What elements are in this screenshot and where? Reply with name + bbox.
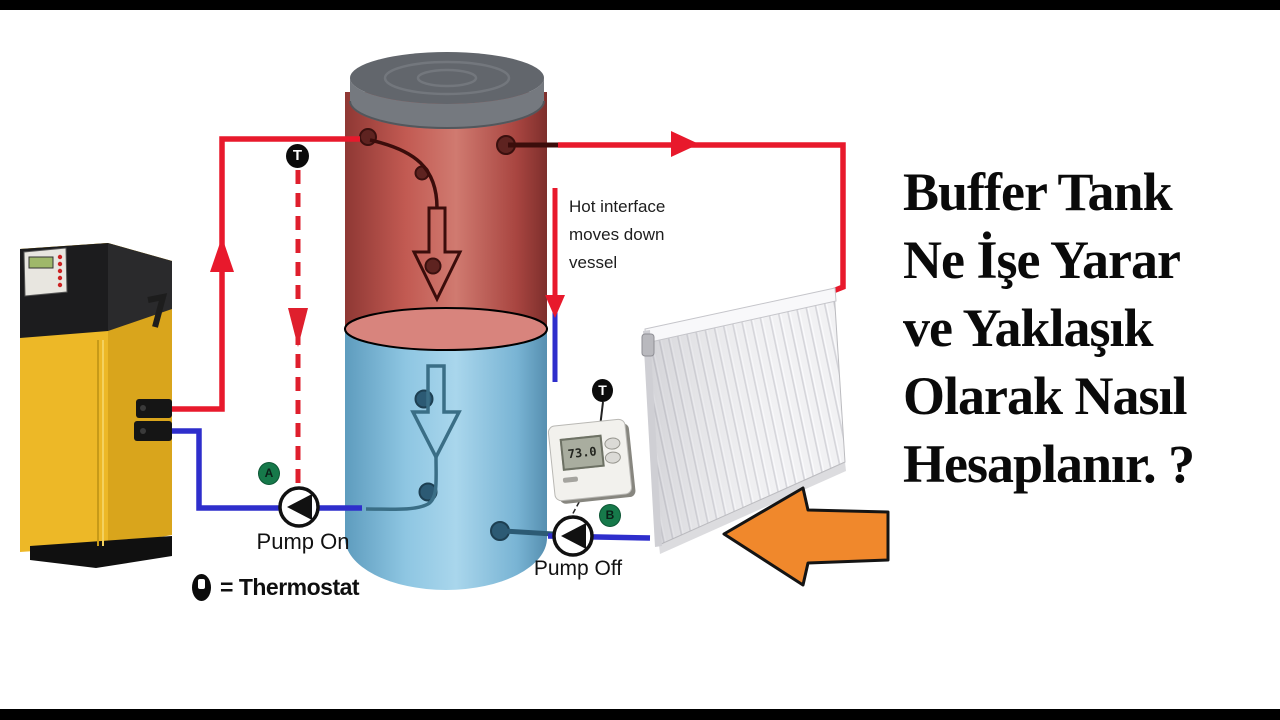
pipes — [161, 131, 846, 541]
video-title: Buffer Tank Ne İşe Yarar ve Yaklaşık Ola… — [903, 158, 1275, 498]
point-b-badge: B — [599, 504, 621, 527]
hot-supply-pipe — [163, 136, 360, 412]
letterbox-top — [0, 0, 1280, 10]
radiator — [641, 287, 846, 554]
tank-cap — [350, 52, 544, 104]
boiler-door-handle — [147, 293, 168, 328]
pumps — [278, 486, 594, 557]
room-thermostat-device: 73.0 — [547, 418, 633, 502]
interface-down-arrowhead — [545, 295, 565, 318]
cold-outflow-curve — [365, 456, 438, 512]
title-line: Buffer Tank — [903, 162, 1173, 222]
thermostat-logo — [562, 476, 579, 483]
thermostat-lcd: 73.0 — [559, 434, 605, 471]
tank-cold-section — [345, 328, 547, 590]
thermostat-badge-room: T — [592, 379, 613, 402]
title-line: Ne İşe Yarar — [903, 230, 1181, 290]
title-line: Olarak Nasıl — [903, 366, 1188, 426]
flow-right-arrowhead — [671, 131, 699, 157]
point-a-badge: A — [258, 462, 280, 485]
hot-inflow-curve — [369, 138, 439, 209]
title-line: Hesaplanır. ? — [903, 434, 1195, 494]
pump-on-label: Pump On — [256, 529, 350, 554]
thermostat-legend-icon — [192, 574, 211, 601]
thermostat-legend-text: = Thermostat — [220, 574, 360, 600]
thermostat-button-up — [603, 436, 621, 451]
radiator-valve — [641, 333, 655, 357]
cold-flow-down-arrow-icon — [410, 364, 462, 461]
title-line: ve Yaklaşık — [903, 298, 1154, 358]
dashed-down-arrowhead — [288, 308, 308, 347]
boiler-fittings — [134, 399, 172, 441]
attention-left-arrow-icon — [722, 486, 890, 587]
buffer-tank — [344, 52, 548, 590]
hot-distribution-pipe — [558, 142, 846, 294]
thermostat-legend: = Thermostat — [192, 574, 360, 601]
annotation-line: moves down — [569, 225, 665, 244]
tank-interface-line — [344, 307, 548, 351]
hot-flow-down-arrow-icon — [411, 206, 463, 303]
thermostat-badge-line: T — [286, 144, 309, 168]
annotation-line: Hot interface — [569, 197, 666, 216]
boiler — [20, 243, 172, 568]
pump-off-label: Pump Off — [533, 557, 623, 580]
flow-up-arrowhead — [210, 237, 234, 272]
annotation-line: vessel — [569, 253, 618, 272]
hot-interface-annotation: Hot interface moves down vessel — [569, 193, 665, 277]
letterbox-bottom — [0, 709, 1280, 720]
thermostat-button-down — [604, 450, 622, 465]
